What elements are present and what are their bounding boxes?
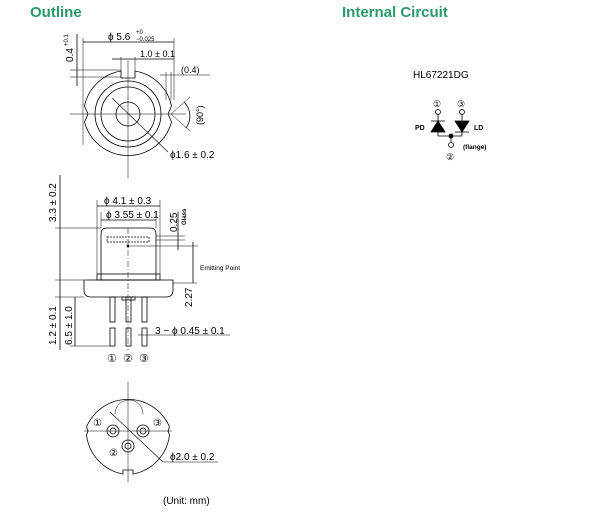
internal-circuit-heading: Internal Circuit xyxy=(342,4,448,21)
side-view xyxy=(55,175,230,350)
emitting-point-dot xyxy=(126,244,130,248)
unit-note: (Unit: mm) xyxy=(163,496,210,507)
circuit-pin-3-label: ③ xyxy=(457,99,465,109)
part-number: HL67221DG xyxy=(413,70,469,81)
flange-label: (flange) xyxy=(463,144,486,151)
cap-base xyxy=(96,273,161,281)
dim-angle-label: (90°) xyxy=(195,105,205,125)
side-pin-1-label: ① xyxy=(107,353,117,365)
dim-pin-circle-label: ϕ2.0 ± 0.2 xyxy=(170,452,215,463)
pin-3-ring xyxy=(136,424,150,438)
circuit-pin-1-label: ① xyxy=(433,99,441,109)
glass-window xyxy=(106,236,150,243)
pd-label: PD xyxy=(415,125,425,132)
cap-inner-circle xyxy=(100,86,156,142)
lead-1-lower xyxy=(109,327,116,347)
window-leader xyxy=(111,97,169,153)
pin-1-ring xyxy=(106,424,120,438)
lead-2-lower xyxy=(125,327,132,347)
lead-2-upper xyxy=(125,296,132,323)
dim-slot-label: 1.0 ± 0.1 xyxy=(140,49,175,59)
side-pin-3-label: ③ xyxy=(139,353,149,365)
dim-emit-height-label: 2.27 xyxy=(184,287,195,307)
cap-outer-circle xyxy=(94,80,162,148)
ld-diode-icon xyxy=(454,120,470,133)
pin-2-terminal xyxy=(448,142,454,148)
bottom-view xyxy=(84,382,218,482)
circuit-schematic xyxy=(430,109,470,148)
lead-1-upper xyxy=(109,296,116,323)
side-pin-2-label: ② xyxy=(123,353,133,365)
dim-cap-inner-label: ϕ 3.55 ± 0.1 xyxy=(106,210,159,221)
circuit-pin-2-label: ② xyxy=(446,152,454,162)
dim-glass-label: 0.25 xyxy=(169,212,180,232)
dim-depth-label: 0.4 xyxy=(65,48,76,62)
flange-outline xyxy=(84,70,172,156)
ld-label: LD xyxy=(474,125,483,132)
junction-dot xyxy=(448,133,454,139)
dim-leads-label: 3 − ϕ 0.45 ± 0.1 xyxy=(155,326,225,337)
bottom-pin-2-label: ② xyxy=(109,448,118,459)
dim-diameter-tol-upper: +0 xyxy=(136,30,144,36)
dim-lead-length-label: 6.5 ± 1.0 xyxy=(64,306,75,345)
pin-1-terminal xyxy=(435,109,441,115)
emitting-point-label: Emitting Point xyxy=(200,265,240,272)
lead-3-lower xyxy=(141,327,148,347)
dim-total-height-label: 3.3 ± 0.2 xyxy=(48,183,59,222)
dim-diameter-tol-lower: −0.025 xyxy=(136,37,155,43)
angle-arc xyxy=(183,101,191,129)
pin-2-ring xyxy=(121,439,135,453)
dim-notch-label: (0.4) xyxy=(181,65,200,75)
dim-flange-label: 1.2 ± 0.1 xyxy=(48,306,59,345)
outline-heading: Outline xyxy=(30,4,82,21)
lead-3-upper xyxy=(141,296,148,323)
dim-diameter-label: ϕ 5.6 xyxy=(108,32,131,43)
glass-label: Glass xyxy=(182,208,188,225)
flange-body xyxy=(83,279,174,298)
bottom-pin-1-label: ① xyxy=(93,418,102,429)
pin-3-terminal xyxy=(459,109,465,115)
dim-cap-outer-label: ϕ 4.1 ± 0.3 xyxy=(104,196,152,207)
cap-body xyxy=(100,227,157,281)
flange-bottom-outline xyxy=(86,399,170,475)
dim-window-label: ϕ1.6 ± 0.2 xyxy=(170,150,215,161)
top-view xyxy=(70,34,210,178)
pd-diode-icon xyxy=(430,120,446,133)
dim-depth-tol: +0.1 xyxy=(64,33,70,46)
bottom-pin-3-label: ③ xyxy=(153,418,162,429)
window-circle xyxy=(115,101,141,127)
